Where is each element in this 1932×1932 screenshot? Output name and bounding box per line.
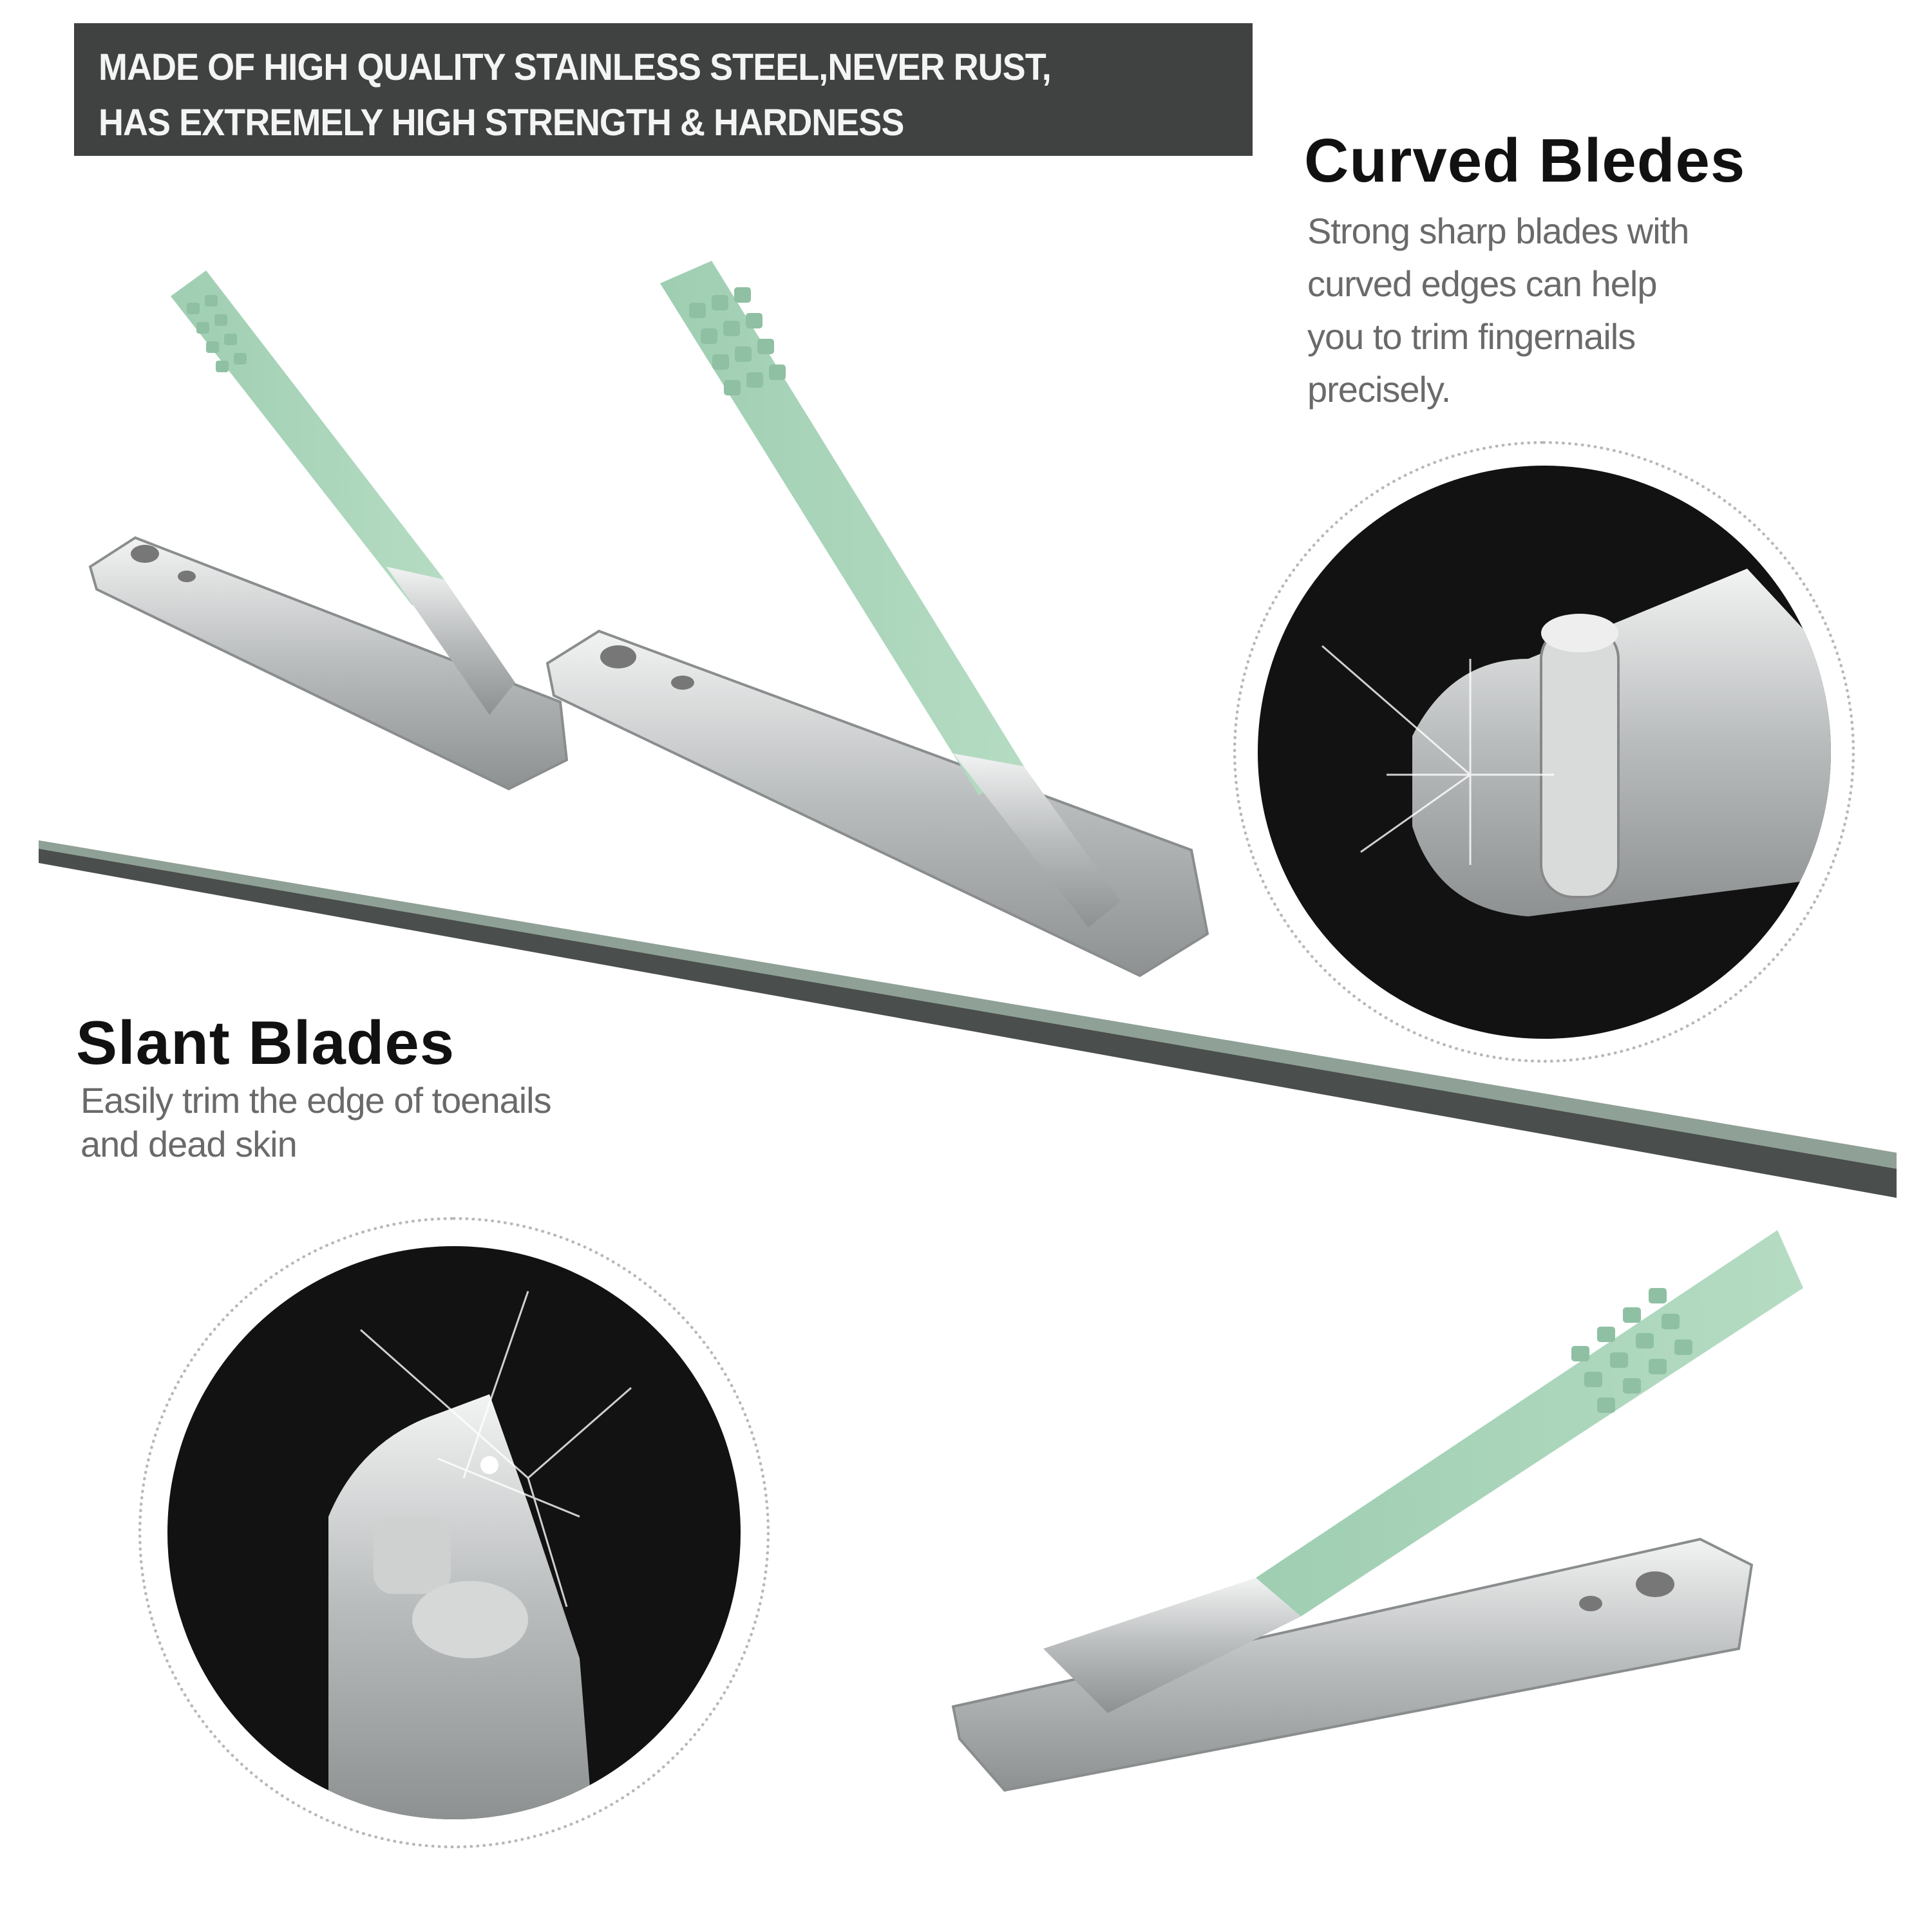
closeup-dark-bg (167, 1246, 741, 1819)
small-clipper-curved (88, 270, 569, 791)
curved-blade-detail (1321, 568, 1831, 916)
desc-line: and dead skin (80, 1124, 298, 1164)
diagonal-divider (39, 840, 1897, 1198)
slant-blades-title: Slant Blades (76, 1009, 455, 1077)
desc-line: Easily trim the edge of toenails (80, 1080, 552, 1121)
banner-line-2: HAS EXTREMELY HIGH STRENGTH & HARDNESS (99, 102, 904, 144)
slant-blade-closeup (138, 1217, 770, 1848)
large-clipper-curved (545, 261, 1209, 978)
closeup-dark-bg (1257, 465, 1831, 1039)
curved-blades-description: Strong sharp blades with curved edges ca… (1307, 205, 1689, 416)
desc-line: precisely. (1307, 369, 1451, 410)
desc-line: curved edges can help (1307, 263, 1658, 304)
banner-line-1: MADE OF HIGH QUALITY STAINLESS STEEL,NEV… (99, 46, 1052, 88)
slant-clipper (951, 1230, 1803, 1792)
desc-line: Strong sharp blades with (1307, 211, 1689, 251)
desc-line: you to trim fingernails (1307, 316, 1636, 357)
feature-banner: MADE OF HIGH QUALITY STAINLESS STEEL,NEV… (74, 23, 1253, 156)
slant-blade-detail (328, 1291, 632, 1819)
curved-blade-closeup (1233, 441, 1855, 1063)
slant-blades-description: Easily trim the edge of toenails and dea… (80, 1079, 552, 1166)
curved-blades-title: Curved Bledes (1304, 126, 1746, 195)
